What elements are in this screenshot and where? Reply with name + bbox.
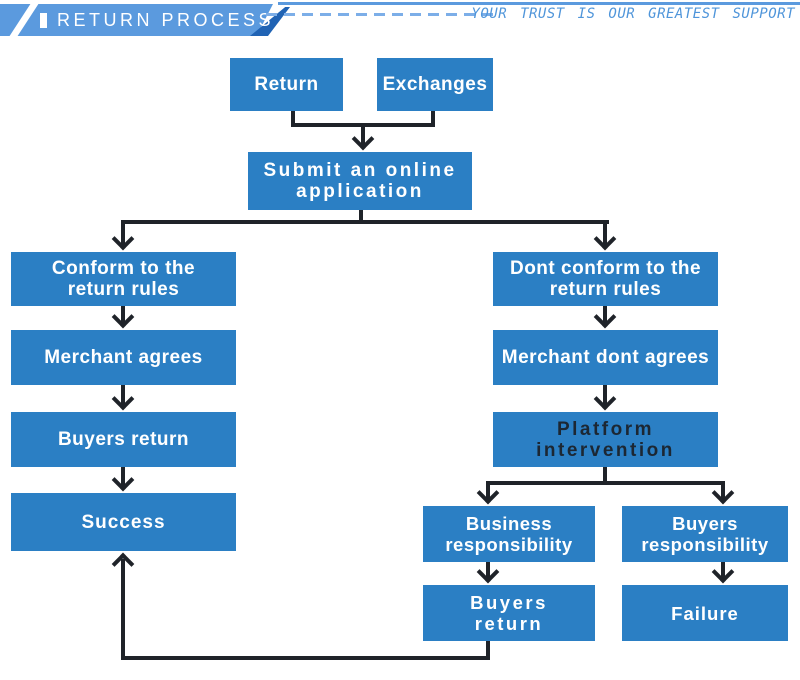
- node-label-line1: Submit an online: [263, 160, 457, 181]
- arrowhead-down: [111, 305, 135, 329]
- connector-left-branch-shaft: [121, 220, 125, 246]
- arrowhead-down: [111, 387, 135, 411]
- arrowhead-down: [476, 560, 500, 584]
- node-label-line1: Conform to the: [51, 258, 196, 279]
- connector-agrees-to-return: [121, 385, 125, 406]
- node-exchanges: Exchanges: [377, 58, 493, 111]
- node-label-line2: return: [474, 613, 544, 634]
- arrowhead-down: [593, 387, 617, 411]
- title-marker-icon: [40, 13, 47, 28]
- connector-loop-down: [486, 641, 490, 660]
- arrowhead-down: [711, 560, 735, 584]
- connector-submit-stub: [359, 210, 363, 224]
- connector-right-branch-shaft: [603, 220, 607, 246]
- arrowhead-down: [476, 481, 500, 505]
- connector-business-shaft: [486, 481, 490, 500]
- node-label: Success: [81, 511, 166, 533]
- connector-buyersresp-shaft: [721, 481, 725, 500]
- connector-platform-stub: [603, 467, 607, 485]
- node-platform-intervention: Platform intervention: [493, 412, 718, 467]
- node-dont-conform-rules: Dont conform to the return rules: [493, 252, 718, 306]
- node-return: Return: [230, 58, 343, 111]
- node-label-line2: return rules: [549, 279, 662, 300]
- node-buyers-return-left: Buyers return: [11, 412, 236, 467]
- arrowhead-down: [711, 481, 735, 505]
- arrowhead-down: [593, 305, 617, 329]
- node-label-line2: application: [296, 181, 424, 202]
- connector-loop-up-shaft: [121, 559, 125, 660]
- node-label: Merchant dont agrees: [501, 347, 710, 368]
- header-top-rule: [278, 2, 800, 5]
- node-label: Return: [254, 74, 319, 95]
- node-merchant-dont-agrees: Merchant dont agrees: [493, 330, 718, 385]
- node-label-line1: Buyers: [672, 513, 738, 534]
- connector-merge-shaft: [361, 123, 365, 146]
- arrowhead-down: [111, 468, 135, 492]
- connector-split-bar: [121, 220, 609, 224]
- page-title: RETURN PROCESS: [57, 9, 275, 30]
- connector-return-stub: [291, 111, 295, 127]
- arrowhead-up: [111, 552, 135, 576]
- node-label-line2: responsibility: [445, 534, 573, 555]
- node-buyers-responsibility: Buyers responsibility: [622, 506, 788, 562]
- arrowhead-down: [351, 127, 375, 151]
- connector-dontagrees-to-platform: [603, 385, 607, 406]
- node-label-line1: Buyers: [470, 592, 548, 613]
- node-label-line2: responsibility: [641, 534, 769, 555]
- node-submit-application: Submit an online application: [248, 152, 472, 210]
- node-label: Merchant agrees: [44, 347, 203, 368]
- node-label-line1: Dont conform to the: [509, 258, 702, 279]
- node-label: Buyers return: [57, 429, 190, 450]
- node-conform-rules: Conform to the return rules: [11, 252, 236, 306]
- connector-resp-to-failure: [721, 562, 725, 579]
- node-business-responsibility: Business responsibility: [423, 506, 595, 562]
- header-dashed-line: [266, 13, 498, 16]
- arrowhead-down: [593, 227, 617, 251]
- connector-return-to-success: [121, 467, 125, 487]
- node-label-line1: Platform: [556, 418, 655, 440]
- connector-dontconform-to-dontagrees: [603, 306, 607, 324]
- connector-exchanges-stub: [431, 111, 435, 127]
- node-label-line2: intervention: [536, 439, 675, 461]
- connector-conform-to-agrees: [121, 306, 125, 324]
- node-failure: Failure: [622, 585, 788, 641]
- node-merchant-agrees: Merchant agrees: [11, 330, 236, 385]
- node-label-line1: Business: [465, 513, 553, 534]
- node-label: Failure: [671, 602, 739, 624]
- arrowhead-down: [111, 227, 135, 251]
- node-success: Success: [11, 493, 236, 551]
- connector-platform-split-bar: [486, 481, 725, 485]
- node-label-line2: return rules: [67, 279, 180, 300]
- connector-loop-bottom: [121, 656, 490, 660]
- node-label: Exchanges: [382, 74, 488, 95]
- header-tagline: YOUR TRUST IS OUR GREATEST SUPPORT: [471, 6, 795, 22]
- connector-business-to-return: [486, 562, 490, 579]
- node-buyers-return-bottom: Buyers return: [423, 585, 595, 641]
